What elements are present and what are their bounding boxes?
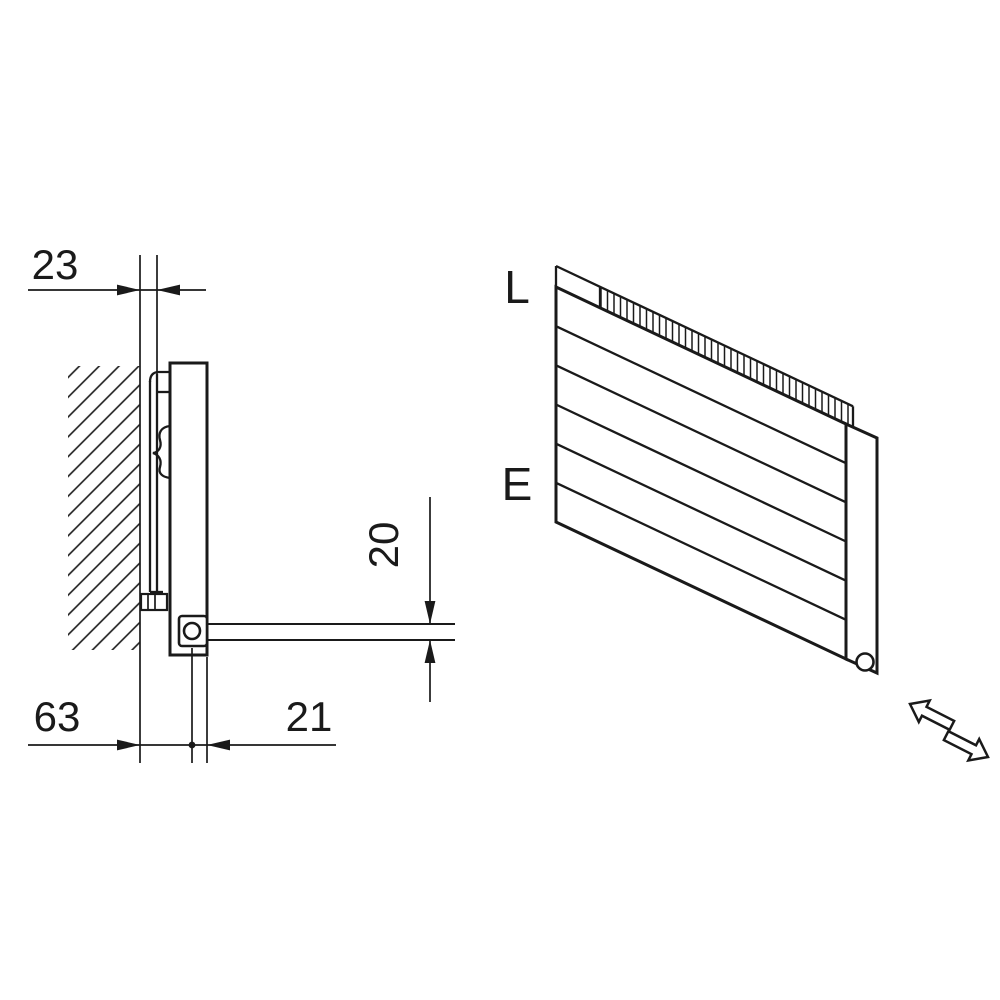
- dim-20-arrow-down-icon: [424, 601, 436, 624]
- front-slat-lines: [555, 325, 847, 621]
- dim-63-arrow-right-icon: [117, 739, 140, 751]
- flow-direction-icon: [908, 698, 990, 763]
- side-view: 23 20 63 21: [28, 241, 455, 763]
- dim-23-label: 23: [32, 241, 79, 288]
- slat-line: [555, 442, 847, 582]
- dimension-63-21: 63 21: [28, 693, 336, 751]
- dim-20-label: 20: [360, 522, 407, 569]
- end-cap-port-circle: [855, 652, 875, 672]
- mounting-bracket: [139, 370, 171, 612]
- top-convector-grille: [554, 264, 855, 428]
- radiator-end-cap: [844, 421, 879, 676]
- bracket-adjuster-clip: [152, 424, 171, 480]
- dim-63-label: 63: [34, 693, 81, 740]
- bracket-top-hook: [148, 370, 170, 383]
- arrow-up-left-icon: [908, 698, 956, 732]
- dimension-23: 23: [28, 241, 206, 296]
- slat-line: [555, 325, 847, 465]
- bracket-wall-anchor: [139, 592, 169, 612]
- arrow-down-right-icon: [942, 729, 990, 763]
- grille-fins: [600, 286, 853, 428]
- label-length: L: [504, 261, 530, 313]
- wall-hatch: [68, 366, 140, 650]
- label-height: E: [502, 458, 533, 510]
- grille-back-top-line: [555, 264, 854, 408]
- slat-line: [555, 403, 847, 543]
- dim-21-arrow-left-icon: [207, 739, 230, 751]
- dim-23-arrow-right-icon: [117, 284, 140, 296]
- dim-chain-dot: [188, 741, 196, 749]
- valve-connection: [177, 614, 455, 648]
- valve-port-circle: [182, 621, 202, 641]
- dim-23-arrow-left-icon: [157, 284, 180, 296]
- dim-20-arrow-up-icon: [424, 640, 436, 663]
- dim-21-label: 21: [286, 693, 333, 740]
- dimension-20: 20: [360, 497, 436, 702]
- slat-line: [555, 364, 847, 504]
- perspective-view: L E: [502, 261, 990, 763]
- radiator-side-panel: [168, 361, 209, 657]
- slat-line: [555, 481, 847, 621]
